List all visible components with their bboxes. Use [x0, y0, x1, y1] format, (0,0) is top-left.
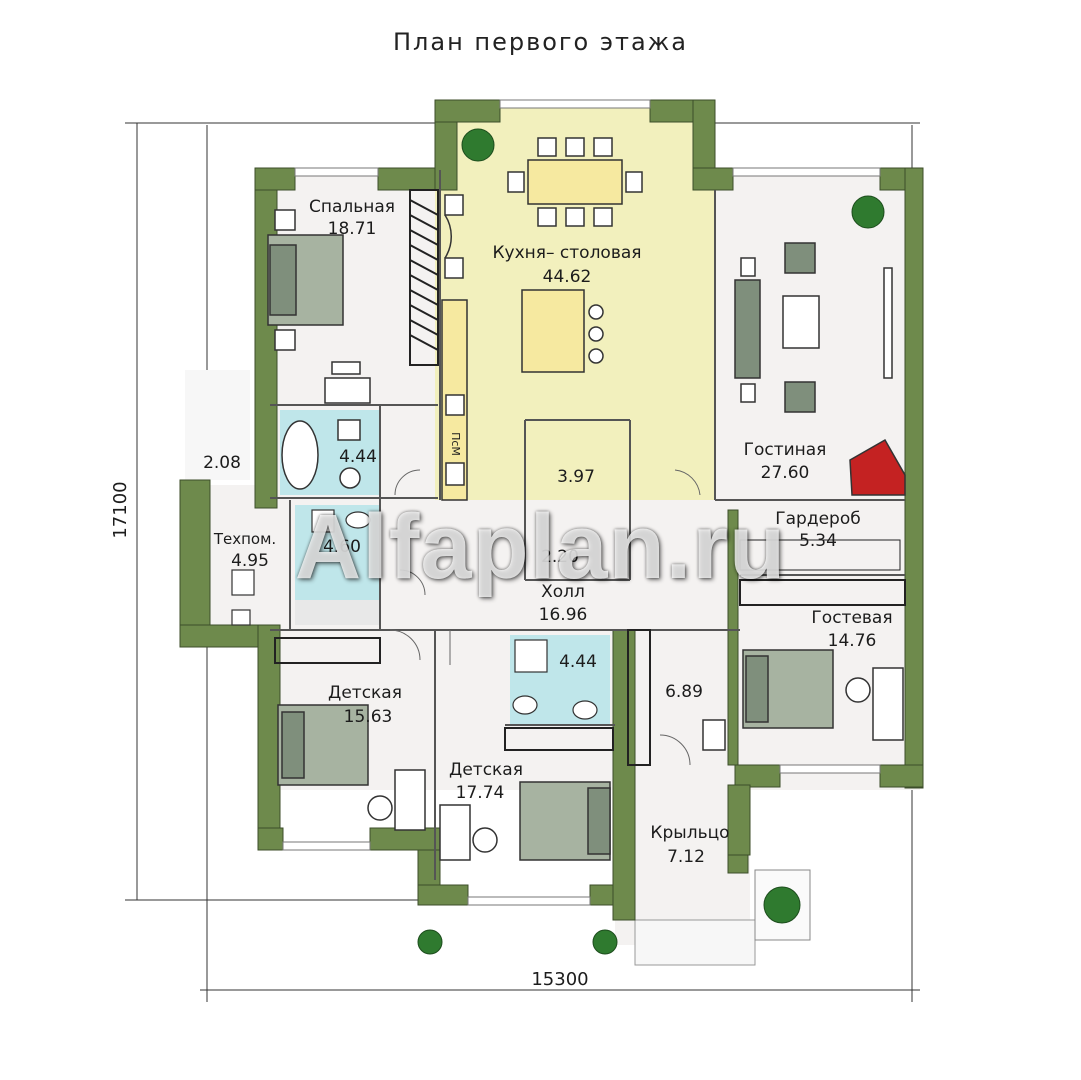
room-kids1-name: Детская — [328, 683, 402, 703]
dimension-width: 15300 — [531, 969, 588, 990]
room-tech-name: Техпом. — [213, 530, 276, 548]
bath-fixtures — [231, 509, 598, 720]
room-wardrobe-area: 5.34 — [799, 531, 837, 551]
living-furniture — [734, 242, 906, 496]
room-kids2-area: 17.74 — [456, 783, 505, 803]
room-labels: Спальная 18.71 Кухня– столовая 44.62 Гос… — [203, 197, 893, 867]
room-bedroom-name: Спальная — [309, 197, 395, 217]
room-guest-name: Гостевая — [811, 608, 892, 628]
room-bedroom-area: 18.71 — [328, 219, 377, 239]
room-storage-area: 6.89 — [665, 682, 703, 702]
dining-table — [507, 137, 643, 227]
room-porch-area: 7.12 — [667, 847, 705, 867]
bedroom-furniture — [267, 209, 371, 490]
room-tech-area: 4.95 — [231, 551, 269, 571]
dimension-height: 17100 — [110, 481, 131, 538]
room-living-name: Гостиная — [744, 440, 827, 460]
partitions — [270, 170, 905, 880]
doors — [389, 469, 701, 766]
room-terrace-area: 2.08 — [203, 453, 241, 473]
room-kitchen-area: 44.62 — [543, 267, 592, 287]
room-kids1-area: 15.63 — [344, 707, 393, 727]
room-living-area: 27.60 — [761, 463, 810, 483]
room-hall-name: Холл — [541, 582, 585, 602]
room-hall-area: 16.96 — [539, 605, 588, 625]
dishwasher-label: ПсМ — [449, 432, 462, 456]
room-wardrobe-name: Гардероб — [775, 509, 860, 529]
room-kitchen-name: Кухня– столовая — [492, 243, 641, 263]
room-pantry-area: 3.97 — [557, 467, 595, 487]
room-bath2-area: 4.60 — [323, 537, 361, 557]
beds — [277, 649, 904, 861]
room-closet-area: 2.20 — [541, 547, 579, 567]
room-porch-name: Крыльцо — [650, 823, 729, 843]
wardrobes — [274, 189, 906, 766]
watermark: Alfaplan.ru — [294, 496, 787, 598]
room-guest-area: 14.76 — [828, 631, 877, 651]
room-bath3-area: 4.44 — [559, 652, 597, 672]
plants — [417, 128, 885, 955]
plan-title: План первого этажа — [392, 28, 689, 56]
fireplace — [849, 438, 906, 496]
room-kids2-name: Детская — [449, 760, 523, 780]
kitchen-furniture — [441, 194, 604, 501]
room-bath1-area: 4.44 — [339, 447, 377, 467]
windows — [282, 99, 881, 906]
